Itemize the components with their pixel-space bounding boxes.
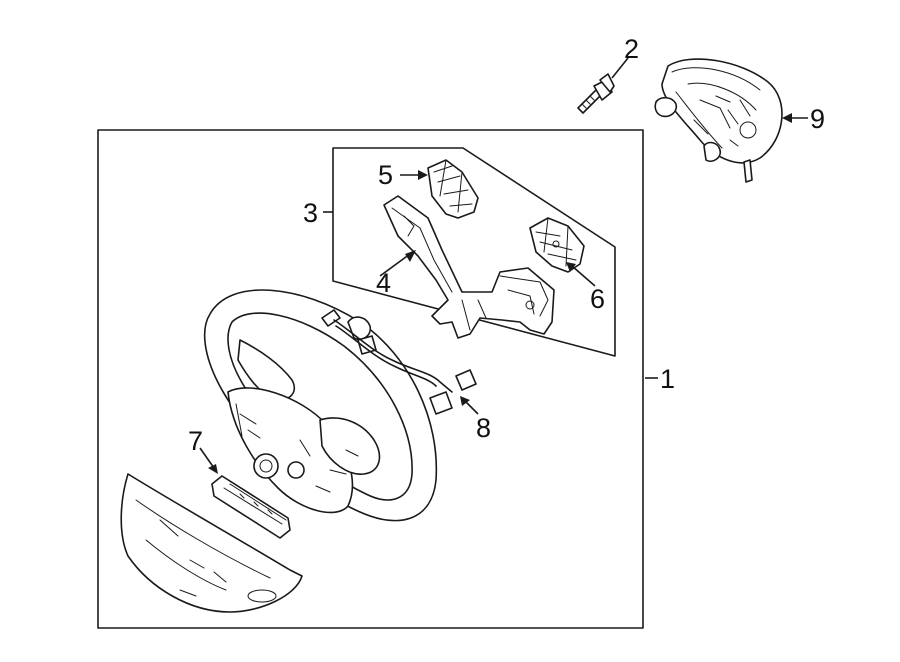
air-bag-module[interactable]	[654, 58, 783, 183]
assembly-frame	[97, 129, 644, 629]
callout-5: 5	[378, 160, 393, 190]
callout-7: 7	[188, 426, 203, 456]
left-switch[interactable]	[427, 159, 479, 219]
switch-group-frame	[332, 147, 616, 357]
wiring-harness[interactable]	[321, 309, 477, 415]
callout-8: 8	[476, 413, 491, 443]
lower-cover[interactable]	[120, 473, 303, 613]
arrowheads	[208, 113, 792, 474]
callout-9: 9	[810, 104, 825, 134]
leader-lines	[199, 57, 808, 469]
callout-4: 4	[376, 268, 391, 298]
callout-2: 2	[624, 34, 639, 64]
right-switch[interactable]	[529, 217, 585, 273]
switch-bracket[interactable]	[383, 195, 555, 339]
bolt[interactable]	[577, 73, 615, 114]
callout-6: 6	[590, 284, 605, 314]
callout-1: 1	[660, 364, 675, 394]
steering-wheel[interactable]	[203, 289, 438, 522]
callout-3: 3	[303, 198, 318, 228]
trim-switch[interactable]	[211, 475, 291, 539]
